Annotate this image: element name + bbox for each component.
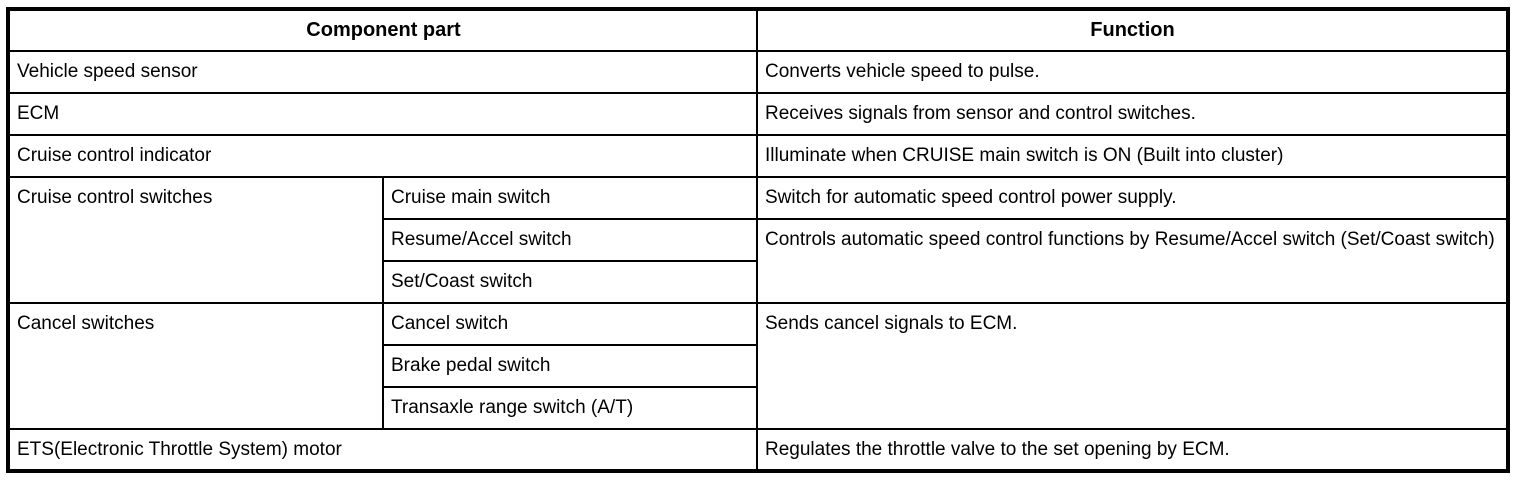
- table-row: ECM Receives signals from sensor and con…: [7, 92, 1509, 136]
- component-cell: Vehicle speed sensor: [7, 50, 758, 94]
- table-row: Brake pedal switch: [8, 344, 1508, 388]
- component-cell: Cruise control indicator: [7, 134, 758, 178]
- function-cell: Illuminate when CRUISE main switch is ON…: [756, 134, 1509, 178]
- function-cell: Controls automatic speed control functio…: [756, 218, 1509, 304]
- sub-component-cell: Brake pedal switch: [382, 344, 758, 388]
- header-row: Component part Function: [7, 8, 1509, 52]
- table-row: Set/Coast switch: [8, 260, 1508, 304]
- function-cell: Sends cancel signals to ECM.: [756, 302, 1509, 430]
- sub-component-cell: Cancel switch: [382, 302, 758, 346]
- table-row: Cancel switches Cancel switch Sends canc…: [7, 302, 1509, 430]
- table-row: ETS(Electronic Throttle System) motor Re…: [7, 428, 1509, 472]
- table-row: Resume/Accel switch Controls automatic s…: [8, 218, 1509, 304]
- table-row: Cruise control switches Cruise main swit…: [7, 176, 1509, 304]
- component-group-cell: Cancel switches: [7, 302, 384, 430]
- function-cell: Switch for automatic speed control power…: [756, 176, 1509, 220]
- function-cell: Receives signals from sensor and control…: [756, 92, 1509, 136]
- component-cell: ECM: [7, 92, 758, 136]
- sub-component-cell: Cruise main switch: [382, 176, 758, 220]
- component-function-table: Component part Function Vehicle speed se…: [6, 7, 1510, 473]
- sub-component-cell: Set/Coast switch: [382, 260, 758, 304]
- function-cell: Regulates the throttle valve to the set …: [756, 428, 1509, 472]
- component-group-cell: Cruise control switches: [7, 176, 384, 304]
- function-cell: Converts vehicle speed to pulse.: [756, 50, 1509, 94]
- component-cell: ETS(Electronic Throttle System) motor: [7, 428, 758, 472]
- sub-component-cell: Transaxle range switch (A/T): [382, 386, 758, 430]
- table-row: Vehicle speed sensor Converts vehicle sp…: [7, 50, 1509, 94]
- column-header-function: Function: [756, 8, 1509, 52]
- sub-component-cell: Resume/Accel switch: [382, 218, 758, 262]
- table-row: Transaxle range switch (A/T): [8, 386, 1508, 430]
- table-row: Cruise control indicator Illuminate when…: [7, 134, 1509, 178]
- column-header-component: Component part: [7, 8, 758, 52]
